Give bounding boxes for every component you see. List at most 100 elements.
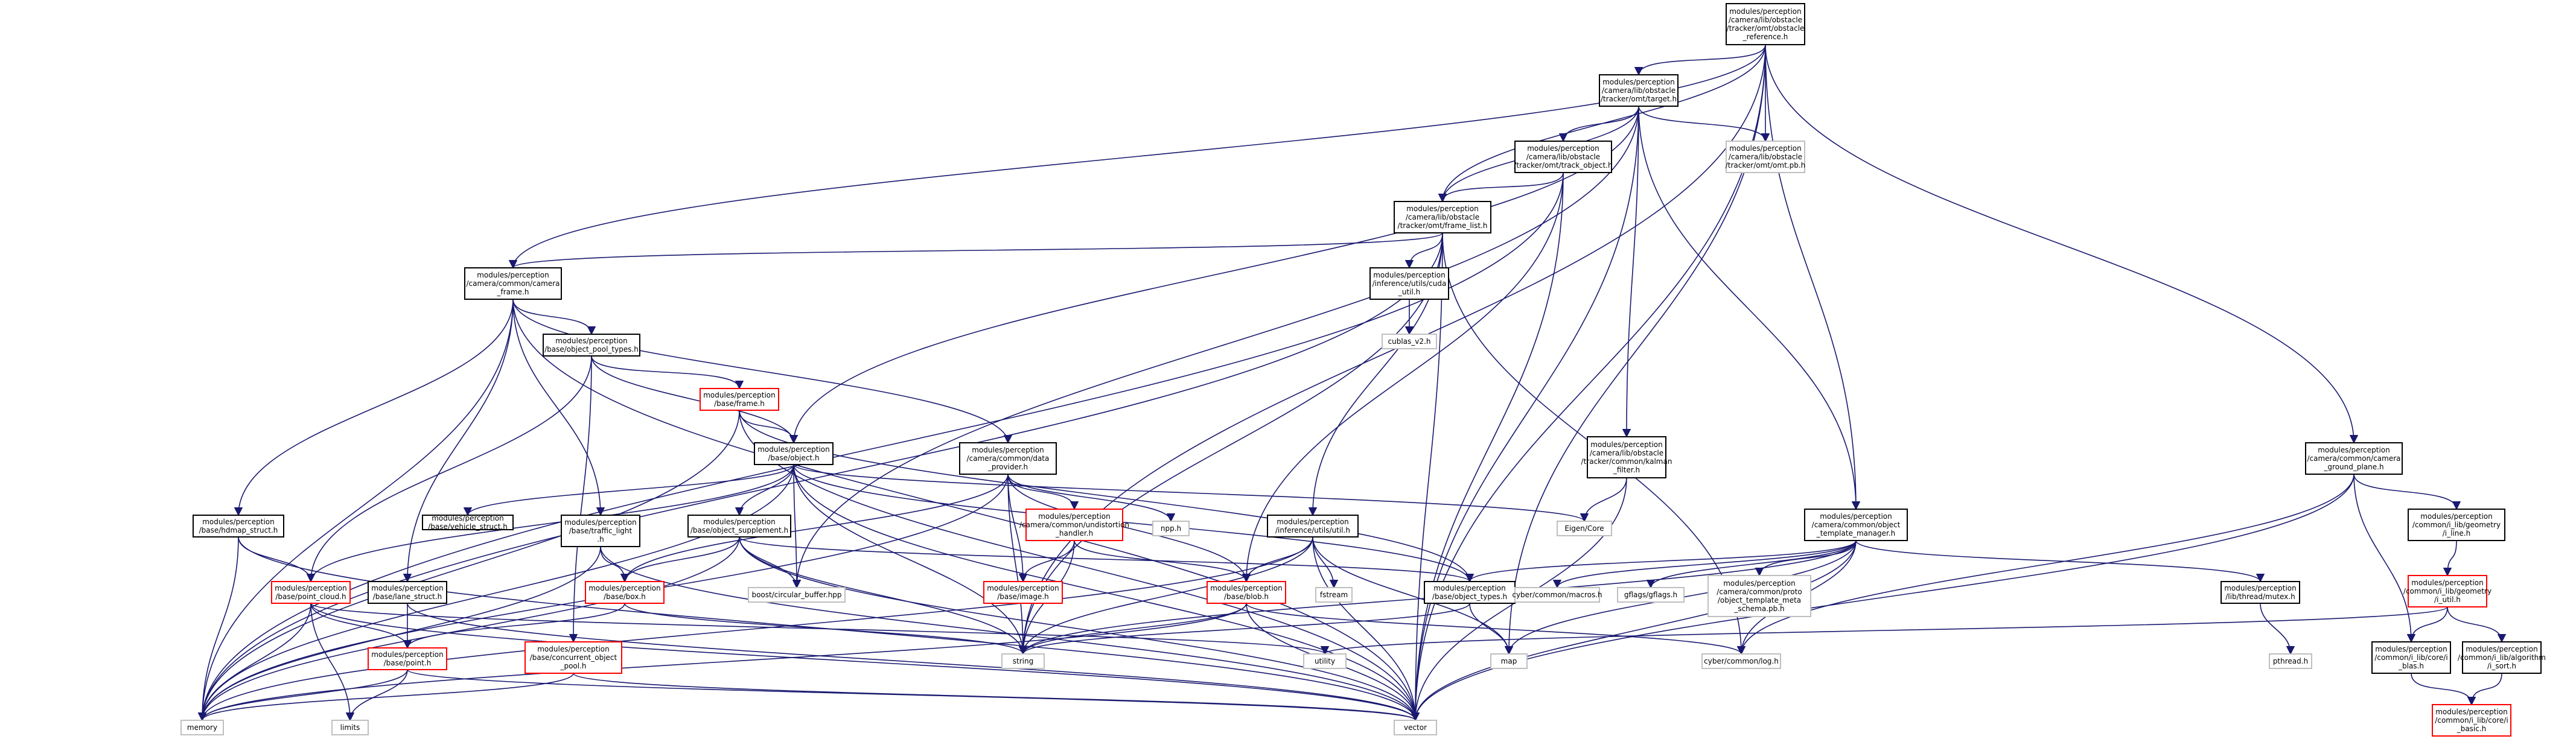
node-cyber_log[interactable]: cyber/common/log.h (1701, 653, 1781, 669)
node-npp[interactable]: npp.h (1152, 521, 1190, 536)
node-ground_plane[interactable]: modules/perception/camera/common/camera_… (2305, 442, 2403, 475)
node-box-eigen_core[interactable] (1557, 521, 1612, 536)
node-box-infer_util[interactable] (1267, 515, 1359, 538)
node-box-concurrent_pool[interactable] (524, 641, 622, 674)
node-box-cyber_macros[interactable] (1514, 587, 1600, 603)
node-point_cloud[interactable]: modules/perception/base/point_cloud.h (271, 581, 351, 604)
node-box-memory[interactable] (180, 720, 224, 735)
node-cublas[interactable]: cublas_v2.h (1382, 334, 1437, 349)
node-geometry_util[interactable]: modules/perception/common/i_lib/geometry… (2403, 575, 2492, 607)
node-box-npp[interactable] (1152, 521, 1190, 536)
node-geometry_line[interactable]: modules/perception/common/i_lib/geometry… (2408, 509, 2505, 541)
node-box-cuda_util[interactable] (1369, 267, 1449, 300)
node-box-base_blob[interactable] (1207, 581, 1286, 604)
node-base_blob[interactable]: modules/perception/base/blob.h (1207, 581, 1286, 604)
node-box-object_pool_types[interactable] (543, 334, 640, 357)
node-memory[interactable]: memory (180, 720, 224, 735)
node-box-lane_struct[interactable] (368, 581, 447, 604)
node-box-base_object[interactable] (754, 442, 834, 465)
node-base_object[interactable]: modules/perception/base/object.h (754, 442, 834, 465)
node-box-cublas[interactable] (1382, 334, 1437, 349)
node-camera_frame[interactable]: modules/perception/camera/common/camera_… (464, 267, 562, 300)
node-box-i_basic[interactable] (2432, 704, 2511, 737)
node-box-i_sort[interactable] (2462, 641, 2542, 674)
node-box-base_frame[interactable] (700, 388, 779, 411)
node-box-traffic_light[interactable] (561, 515, 640, 547)
node-box-object_supplement[interactable] (687, 515, 791, 538)
node-i_blas[interactable]: modules/perception/common/i_lib/core/i_b… (2371, 641, 2451, 674)
node-box-fstream[interactable] (1315, 587, 1353, 603)
node-box-kalman[interactable] (1587, 436, 1666, 478)
node-base_frame[interactable]: modules/perception/base/frame.h (700, 388, 779, 411)
node-box-camera_frame[interactable] (464, 267, 562, 300)
node-box-geometry_util[interactable] (2408, 575, 2487, 607)
node-box-frame_list[interactable] (1394, 201, 1491, 233)
node-box-reference[interactable] (1726, 3, 1805, 45)
node-gflags[interactable]: gflags/gflags.h (1617, 587, 1685, 603)
node-box-vector[interactable] (1394, 720, 1437, 735)
node-undistortion[interactable]: modules/perception/camera/common/undisto… (1019, 509, 1129, 541)
node-box-template_manager[interactable] (1804, 509, 1908, 541)
node-kalman[interactable]: modules/perception/camera/lib/obstacle/t… (1581, 436, 1672, 478)
node-traffic_light[interactable]: modules/perception/base/traffic_light.h (561, 515, 640, 547)
node-cuda_util[interactable]: modules/perception/inference/utils/cuda_… (1369, 267, 1449, 300)
node-lane_struct[interactable]: modules/perception/base/lane_struct.h (368, 581, 447, 604)
node-omt_pb[interactable]: modules/perception/camera/lib/obstacle/t… (1726, 141, 1806, 173)
node-utility[interactable]: utility (1303, 653, 1347, 669)
node-track_object[interactable]: modules/perception/camera/lib/obstacle/t… (1514, 141, 1613, 173)
node-infer_util[interactable]: modules/perception/inference/utils/util.… (1267, 515, 1359, 538)
node-box-data_provider[interactable] (959, 442, 1057, 475)
node-limits[interactable]: limits (331, 720, 369, 735)
node-box-point_cloud[interactable] (271, 581, 351, 604)
node-object_supplement[interactable]: modules/perception/base/object_supplemen… (687, 515, 791, 538)
node-circular_buffer[interactable]: boost/circular_buffer.hpp (748, 587, 846, 603)
node-box-i_blas[interactable] (2371, 641, 2451, 674)
node-box-geometry_line[interactable] (2408, 509, 2505, 541)
node-box-base_point[interactable] (368, 647, 447, 670)
node-base_box[interactable]: modules/perception/base/box.h (585, 581, 665, 604)
node-hdmap_struct[interactable]: modules/perception/base/hdmap_struct.h (193, 515, 284, 538)
node-eigen_core[interactable]: Eigen/Core (1557, 521, 1612, 536)
node-fstream[interactable]: fstream (1315, 587, 1353, 603)
node-box-limits[interactable] (331, 720, 369, 735)
node-box-gflags[interactable] (1617, 587, 1685, 603)
node-frame_list[interactable]: modules/perception/camera/lib/obstacle/t… (1394, 201, 1491, 233)
node-pthread[interactable]: pthread.h (2269, 653, 2312, 669)
node-reference[interactable]: modules/perception/camera/lib/obstacle/t… (1726, 3, 1805, 45)
node-data_provider[interactable]: modules/perception/camera/common/data_pr… (959, 442, 1057, 475)
node-box-ground_plane[interactable] (2305, 442, 2403, 475)
node-i_sort[interactable]: modules/perception/common/i_lib/algorith… (2458, 641, 2546, 674)
node-concurrent_pool[interactable]: modules/perception/base/concurrent_objec… (524, 641, 622, 674)
node-box-omt_pb[interactable] (1726, 141, 1805, 173)
node-box-circular_buffer[interactable] (748, 587, 846, 603)
node-box-vehicle_struct[interactable] (422, 515, 514, 530)
node-label-vehicle_struct-line-1: /base/vehicle_struct.h (428, 522, 508, 531)
node-box-object_template_meta[interactable] (1707, 575, 1811, 617)
node-thread_mutex[interactable]: modules/perception/lib/thread/mutex.h (2221, 581, 2300, 604)
node-box-base_image[interactable] (983, 581, 1063, 604)
node-vehicle_struct[interactable]: modules/perception/base/vehicle_struct.h (422, 514, 514, 531)
node-box-target[interactable] (1599, 74, 1679, 107)
node-box-base_box[interactable] (585, 581, 665, 604)
node-vector[interactable]: vector (1394, 720, 1437, 735)
node-object_pool_types[interactable]: modules/perception/base/object_pool_type… (543, 334, 640, 357)
node-box-pthread[interactable] (2269, 653, 2312, 669)
node-target[interactable]: modules/perception/camera/lib/obstacle/t… (1599, 74, 1679, 107)
node-cyber_macros[interactable]: cyber/common/macros.h (1512, 587, 1602, 603)
node-template_manager[interactable]: modules/perception/camera/common/object_… (1804, 509, 1908, 541)
node-string[interactable]: string (1001, 653, 1045, 669)
node-box-thread_mutex[interactable] (2221, 581, 2300, 604)
node-box-hdmap_struct[interactable] (193, 515, 284, 538)
node-object_types[interactable]: modules/perception/base/object_types.h (1424, 581, 1516, 604)
node-box-string[interactable] (1001, 653, 1045, 669)
node-box-track_object[interactable] (1514, 141, 1612, 173)
node-box-cyber_log[interactable] (1701, 653, 1781, 669)
node-object_template_meta[interactable]: modules/perception/camera/common/proto/o… (1707, 575, 1811, 617)
node-box-utility[interactable] (1303, 653, 1347, 669)
node-base_image[interactable]: modules/perception/base/image.h (983, 581, 1063, 604)
node-i_basic[interactable]: modules/perception/common/i_lib/core/i_b… (2432, 704, 2511, 737)
node-box-map[interactable] (1490, 653, 1528, 669)
node-box-undistortion[interactable] (1025, 509, 1123, 541)
node-base_point[interactable]: modules/perception/base/point.h (368, 647, 447, 670)
node-map[interactable]: map (1490, 653, 1528, 669)
